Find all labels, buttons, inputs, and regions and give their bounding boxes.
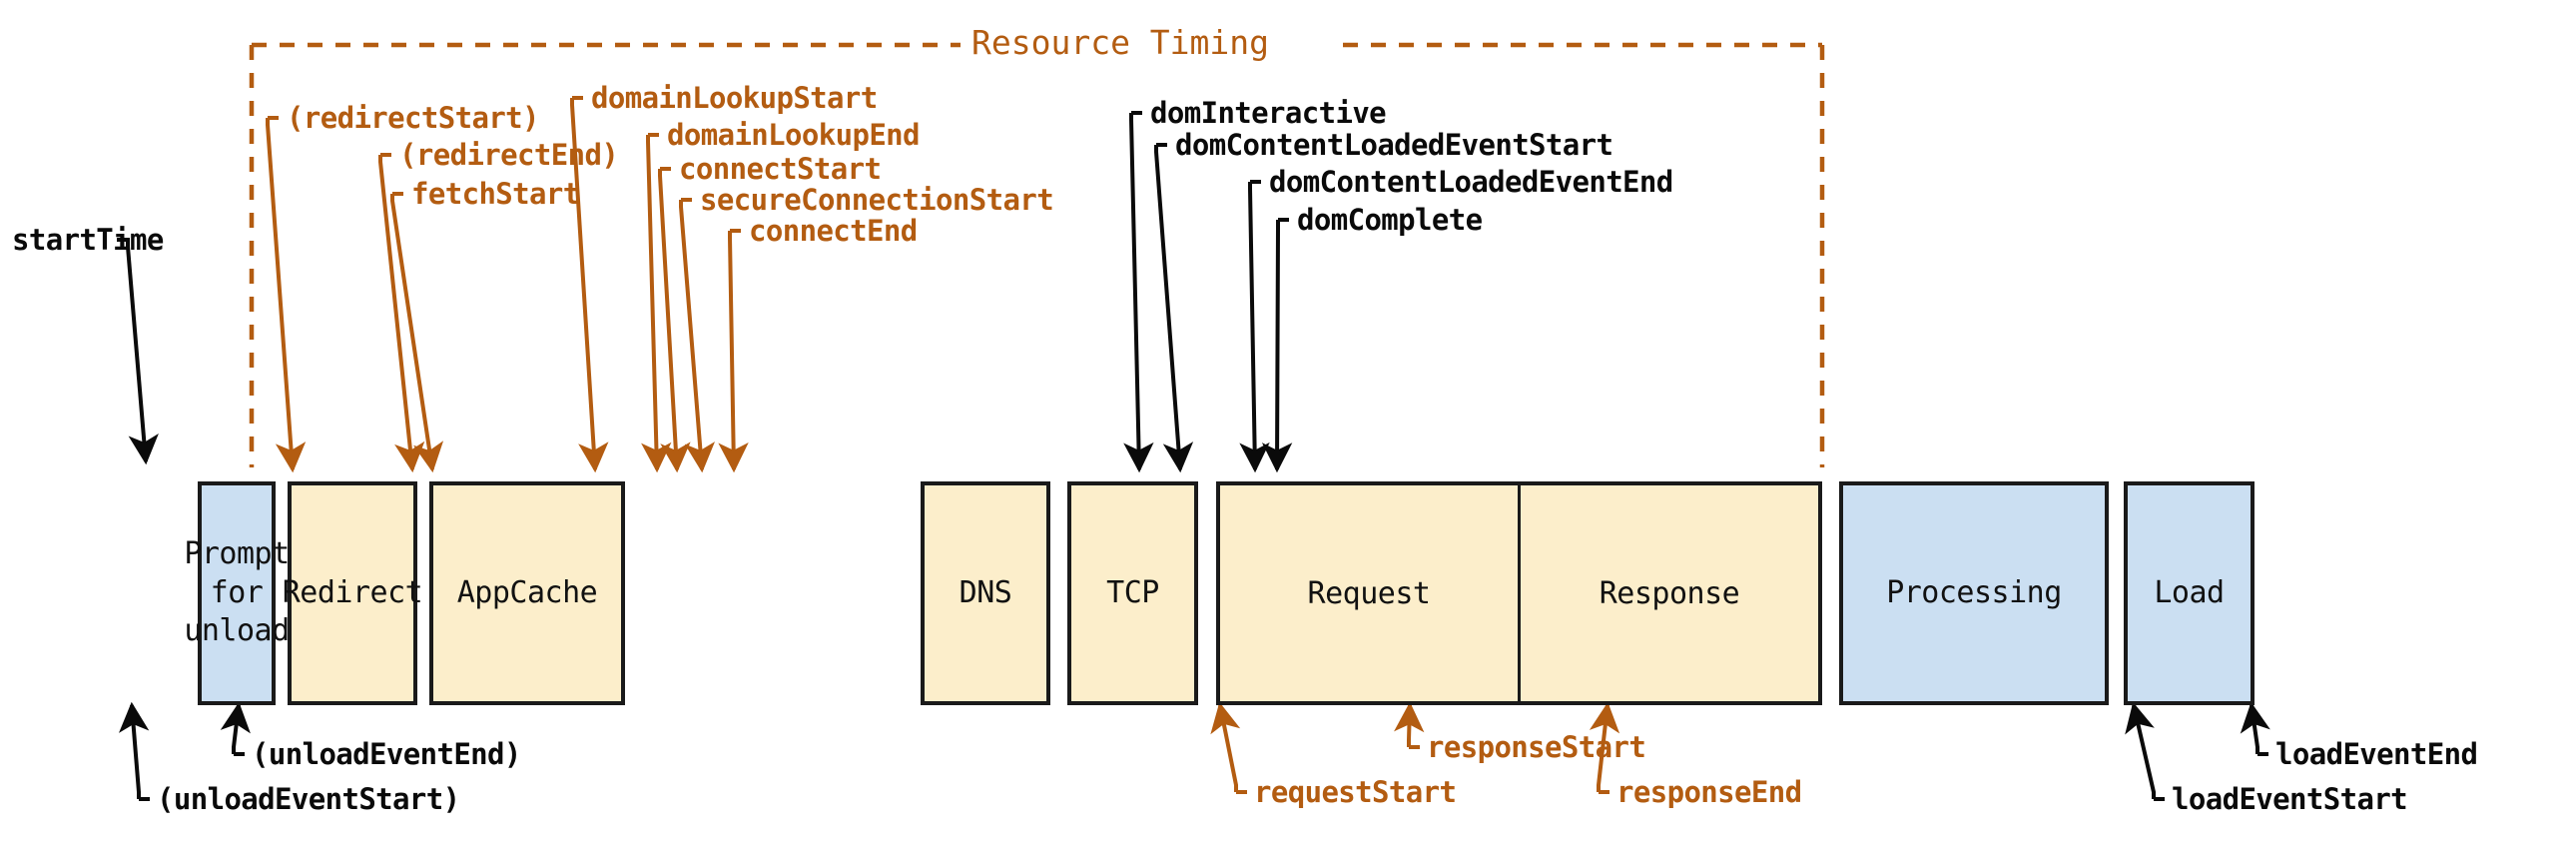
phase-label-response: Response: [1599, 575, 1740, 611]
leader-domainLookupStart: [570, 98, 609, 473]
phase-box-prompt-for-unload[interactable]: Prompt for unload: [184, 481, 290, 705]
leader-redirectStart: [266, 118, 307, 473]
leader-domComplete: [1261, 220, 1293, 473]
leader-secureConnectionStart: [679, 200, 716, 473]
leader-loadEventStart: [2125, 701, 2156, 799]
phase-label-load: Load: [2154, 574, 2225, 610]
phase-box-tcp[interactable]: TCP: [1067, 481, 1198, 705]
label-load-event-start: loadEventStart: [2172, 782, 2408, 816]
phase-box-request-response[interactable]: Request Response: [1216, 481, 1822, 705]
phase-box-load[interactable]: Load: [2124, 481, 2254, 705]
leader-connectEnd: [718, 231, 749, 473]
orange-top-leaders: [266, 96, 749, 473]
label-connect-end: connectEnd: [749, 214, 918, 248]
phase-label-tcp: TCP: [1106, 574, 1159, 610]
resource-timing-label: Resource Timing: [971, 23, 1270, 62]
leader-domInteractive: [1123, 113, 1154, 473]
phase-box-dns[interactable]: DNS: [921, 481, 1050, 705]
label-dom-interactive: domInteractive: [1150, 96, 1387, 130]
label-unload-event-start: (unloadEventStart): [157, 782, 460, 816]
leader-responseEnd: [1589, 701, 1620, 792]
bottom-leaders-black: [118, 701, 2270, 801]
phase-box-response[interactable]: Response: [1518, 485, 1818, 701]
label-response-end: responseEnd: [1616, 775, 1802, 809]
label-start-time: startTime: [12, 223, 164, 257]
phase-box-appcache[interactable]: AppCache: [429, 481, 625, 705]
label-dom-content-loaded-event-start: domContentLoadedEventStart: [1175, 128, 1613, 162]
phase-label-appcache: AppCache: [456, 574, 598, 610]
phase-box-processing[interactable]: Processing: [1839, 481, 2109, 705]
label-redirect-end: (redirectEnd): [399, 138, 619, 172]
label-domain-lookup-end: domainLookupEnd: [667, 118, 921, 152]
leader-unloadEventEnd: [220, 701, 251, 754]
phase-box-request[interactable]: Request: [1220, 485, 1518, 701]
leader-domContentLoadedEventStart: [1154, 145, 1194, 473]
label-connect-start: connectStart: [679, 152, 882, 186]
leader-requestStart: [1210, 701, 1241, 792]
phase-label-dns: DNS: [959, 574, 1012, 610]
phase-label-prompt-for-unload: Prompt for unload: [184, 536, 290, 649]
label-secure-connection-start: secureConnectionStart: [700, 183, 1054, 217]
phase-label-processing: Processing: [1886, 574, 2062, 610]
label-fetch-start: fetchStart: [411, 177, 580, 211]
leader-unloadEventStart: [118, 701, 150, 799]
leader-loadEventEnd: [2240, 701, 2270, 754]
label-dom-complete: domComplete: [1297, 203, 1483, 237]
label-request-start: requestStart: [1254, 775, 1457, 809]
leader-fetchStart: [390, 194, 444, 473]
label-unload-event-end: (unloadEventEnd): [252, 737, 521, 771]
phase-label-request: Request: [1307, 575, 1431, 611]
leader-redirectEnd: [378, 155, 425, 473]
leader-startTime: [117, 238, 159, 465]
leader-domainLookupEnd: [641, 135, 672, 473]
phase-box-redirect[interactable]: Redirect: [283, 481, 423, 705]
black-top-leaders: [117, 111, 1293, 473]
label-domain-lookup-start: domainLookupStart: [591, 81, 878, 115]
bottom-leaders-orange: [1210, 701, 1620, 794]
leader-responseStart: [1394, 701, 1425, 747]
label-load-event-end: loadEventEnd: [2275, 737, 2478, 771]
label-redirect-start: (redirectStart): [287, 101, 540, 135]
phase-label-redirect: Redirect: [282, 574, 423, 610]
resource-timing-bracket: [249, 42, 1825, 467]
label-dom-content-loaded-event-end: domContentLoadedEventEnd: [1269, 165, 1673, 199]
leader-domContentLoadedEventEnd: [1239, 182, 1270, 473]
leader-connectStart: [658, 169, 691, 473]
label-response-start: responseStart: [1427, 730, 1646, 764]
